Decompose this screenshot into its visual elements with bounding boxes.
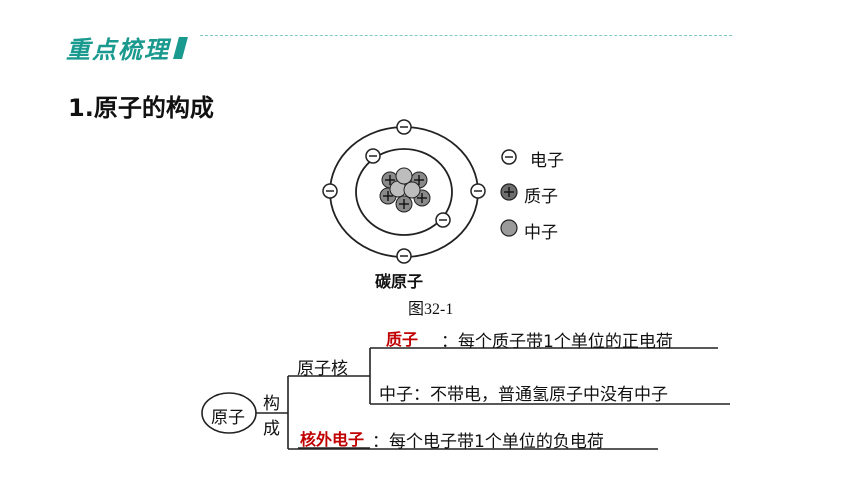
legend-electron-label: 电子	[530, 151, 564, 171]
tree-relation-2: 成	[263, 419, 280, 439]
tree-nucleus: 原子核	[297, 359, 348, 379]
answer-proton: 质子	[386, 330, 419, 349]
tree-root-atom: 原子	[211, 408, 245, 428]
legend	[500, 149, 518, 237]
electrons	[322, 119, 486, 264]
inner-orbit	[355, 148, 453, 236]
neutron-description: 中子：不带电，普通氢原子中没有中子	[379, 385, 668, 405]
section-title: 1.原子的构成	[68, 94, 214, 122]
legend-neutron-icon	[500, 219, 518, 237]
proton-description: ：每个质子带1个单位的正电荷	[441, 332, 673, 352]
structure-tree-lines	[201, 347, 730, 450]
section-header: 重点梳理	[66, 30, 188, 65]
header-title: 重点梳理	[66, 36, 170, 64]
electron-description: ：每个电子带1个单位的负电荷	[372, 432, 604, 452]
nucleus	[379, 167, 431, 213]
answer-electron: 核外电子	[300, 430, 365, 449]
atom-caption: 碳原子	[375, 272, 424, 291]
figure-caption: 图32-1	[408, 301, 454, 318]
header-divider	[200, 35, 732, 36]
legend-neutron-label: 中子	[524, 223, 558, 243]
tree-relation-1: 构	[263, 394, 280, 414]
legend-proton-label: 质子	[524, 187, 558, 207]
